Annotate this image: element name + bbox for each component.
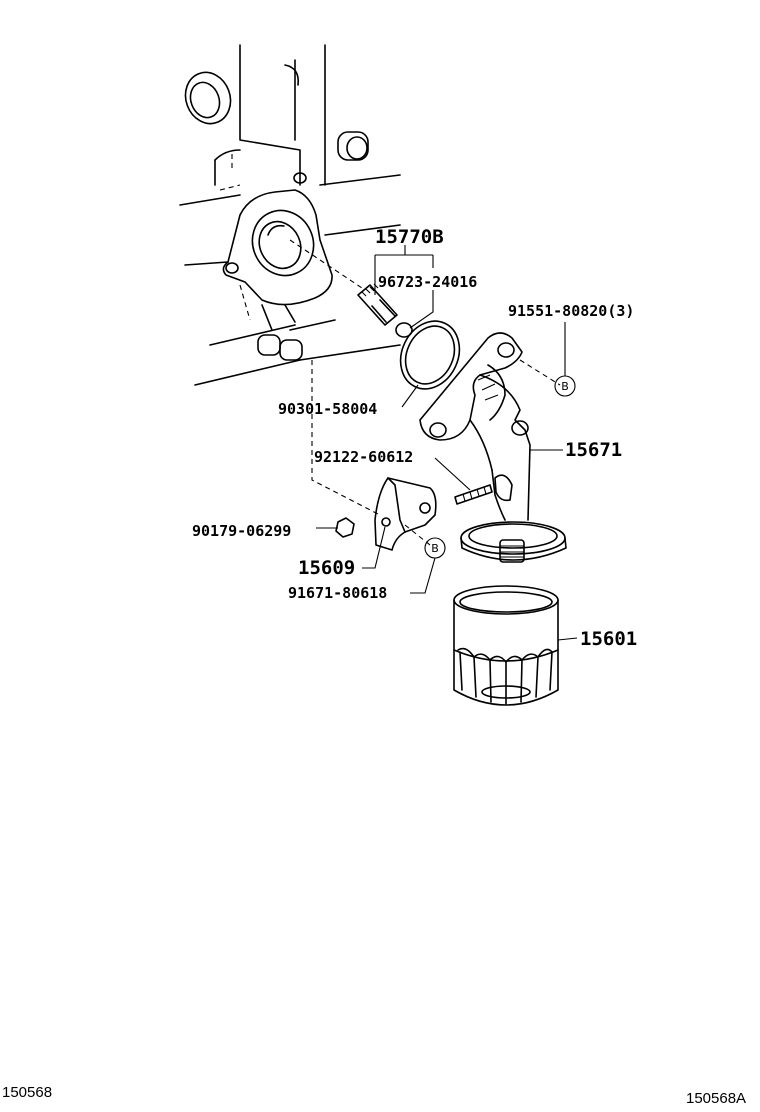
- part-label-15770b: 15770B: [375, 226, 444, 248]
- leader-90301: [401, 384, 419, 408]
- alignment-line-left: [311, 360, 381, 516]
- part-label-15601: 15601: [580, 628, 637, 650]
- footer-left-code: 150568: [2, 1084, 53, 1101]
- small-o-ring-drawing: [395, 322, 413, 338]
- nut-drawing: [335, 517, 355, 538]
- leader-15609: [362, 526, 386, 569]
- mount-bracket-drawing: [374, 477, 437, 551]
- part-label-91671: 91671-80618: [288, 584, 387, 602]
- part-label-15609: 15609: [298, 557, 355, 579]
- oil-filter-drawing: [453, 585, 559, 706]
- part-label-96723: 96723-24016: [378, 273, 477, 291]
- union-bolt-drawing: [357, 283, 398, 326]
- leader-96723: [409, 290, 434, 329]
- alignment-line-upper: [289, 239, 366, 291]
- large-o-ring-drawing: [399, 320, 461, 390]
- svg-text:B: B: [431, 542, 439, 555]
- part-label-92122: 92122-60612: [314, 448, 413, 466]
- part-label-90301: 90301-58004: [278, 400, 377, 418]
- filter-bracket-drawing: [419, 332, 567, 563]
- leader-15601: [557, 637, 578, 641]
- svg-text:B: B: [561, 380, 569, 393]
- stud-bolt-drawing: [454, 484, 493, 505]
- alignment-line-bolt: [519, 359, 561, 386]
- engine-block-drawing: [179, 44, 401, 386]
- leader-92122: [434, 457, 471, 491]
- part-label-90179: 90179-06299: [192, 522, 291, 540]
- footer-right-code: 150568A: [686, 1090, 747, 1107]
- reference-marker-lower: B: [424, 537, 446, 559]
- reference-marker-upper: B: [554, 375, 576, 397]
- leader-91671: [410, 557, 436, 594]
- leader-15770b: [374, 245, 434, 295]
- part-label-15671: 15671: [565, 439, 622, 461]
- part-label-91551: 91551-80820(3): [508, 302, 634, 320]
